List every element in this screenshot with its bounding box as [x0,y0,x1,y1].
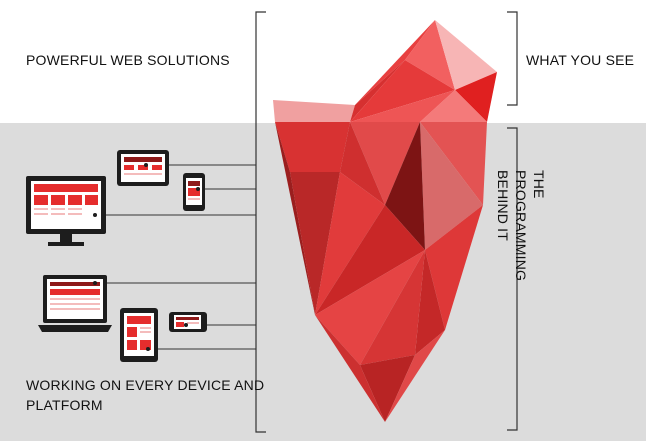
tablet-portrait-icon [120,308,158,362]
what-you-see-label: WHAT YOU SEE [526,52,635,68]
right-bracket-bottom [507,127,518,431]
tablet-landscape-icon [117,150,169,186]
device-connector-lines [95,164,256,350]
desktop-monitor-icon [26,176,106,246]
iceberg-graphic [273,20,497,422]
phone-portrait-icon [183,173,205,211]
phone-landscape-icon [169,312,207,332]
devices-caption: WORKING ON EVERY DEVICE AND PLATFORM [26,377,265,413]
right-bracket-top [507,11,518,106]
left-bracket [255,11,266,433]
headline: POWERFUL WEB SOLUTIONS [26,52,230,68]
programming-behind-label: THE PROGRAMMING BEHIND IT [495,170,547,282]
laptop-icon [38,275,112,332]
top-band [0,0,646,123]
